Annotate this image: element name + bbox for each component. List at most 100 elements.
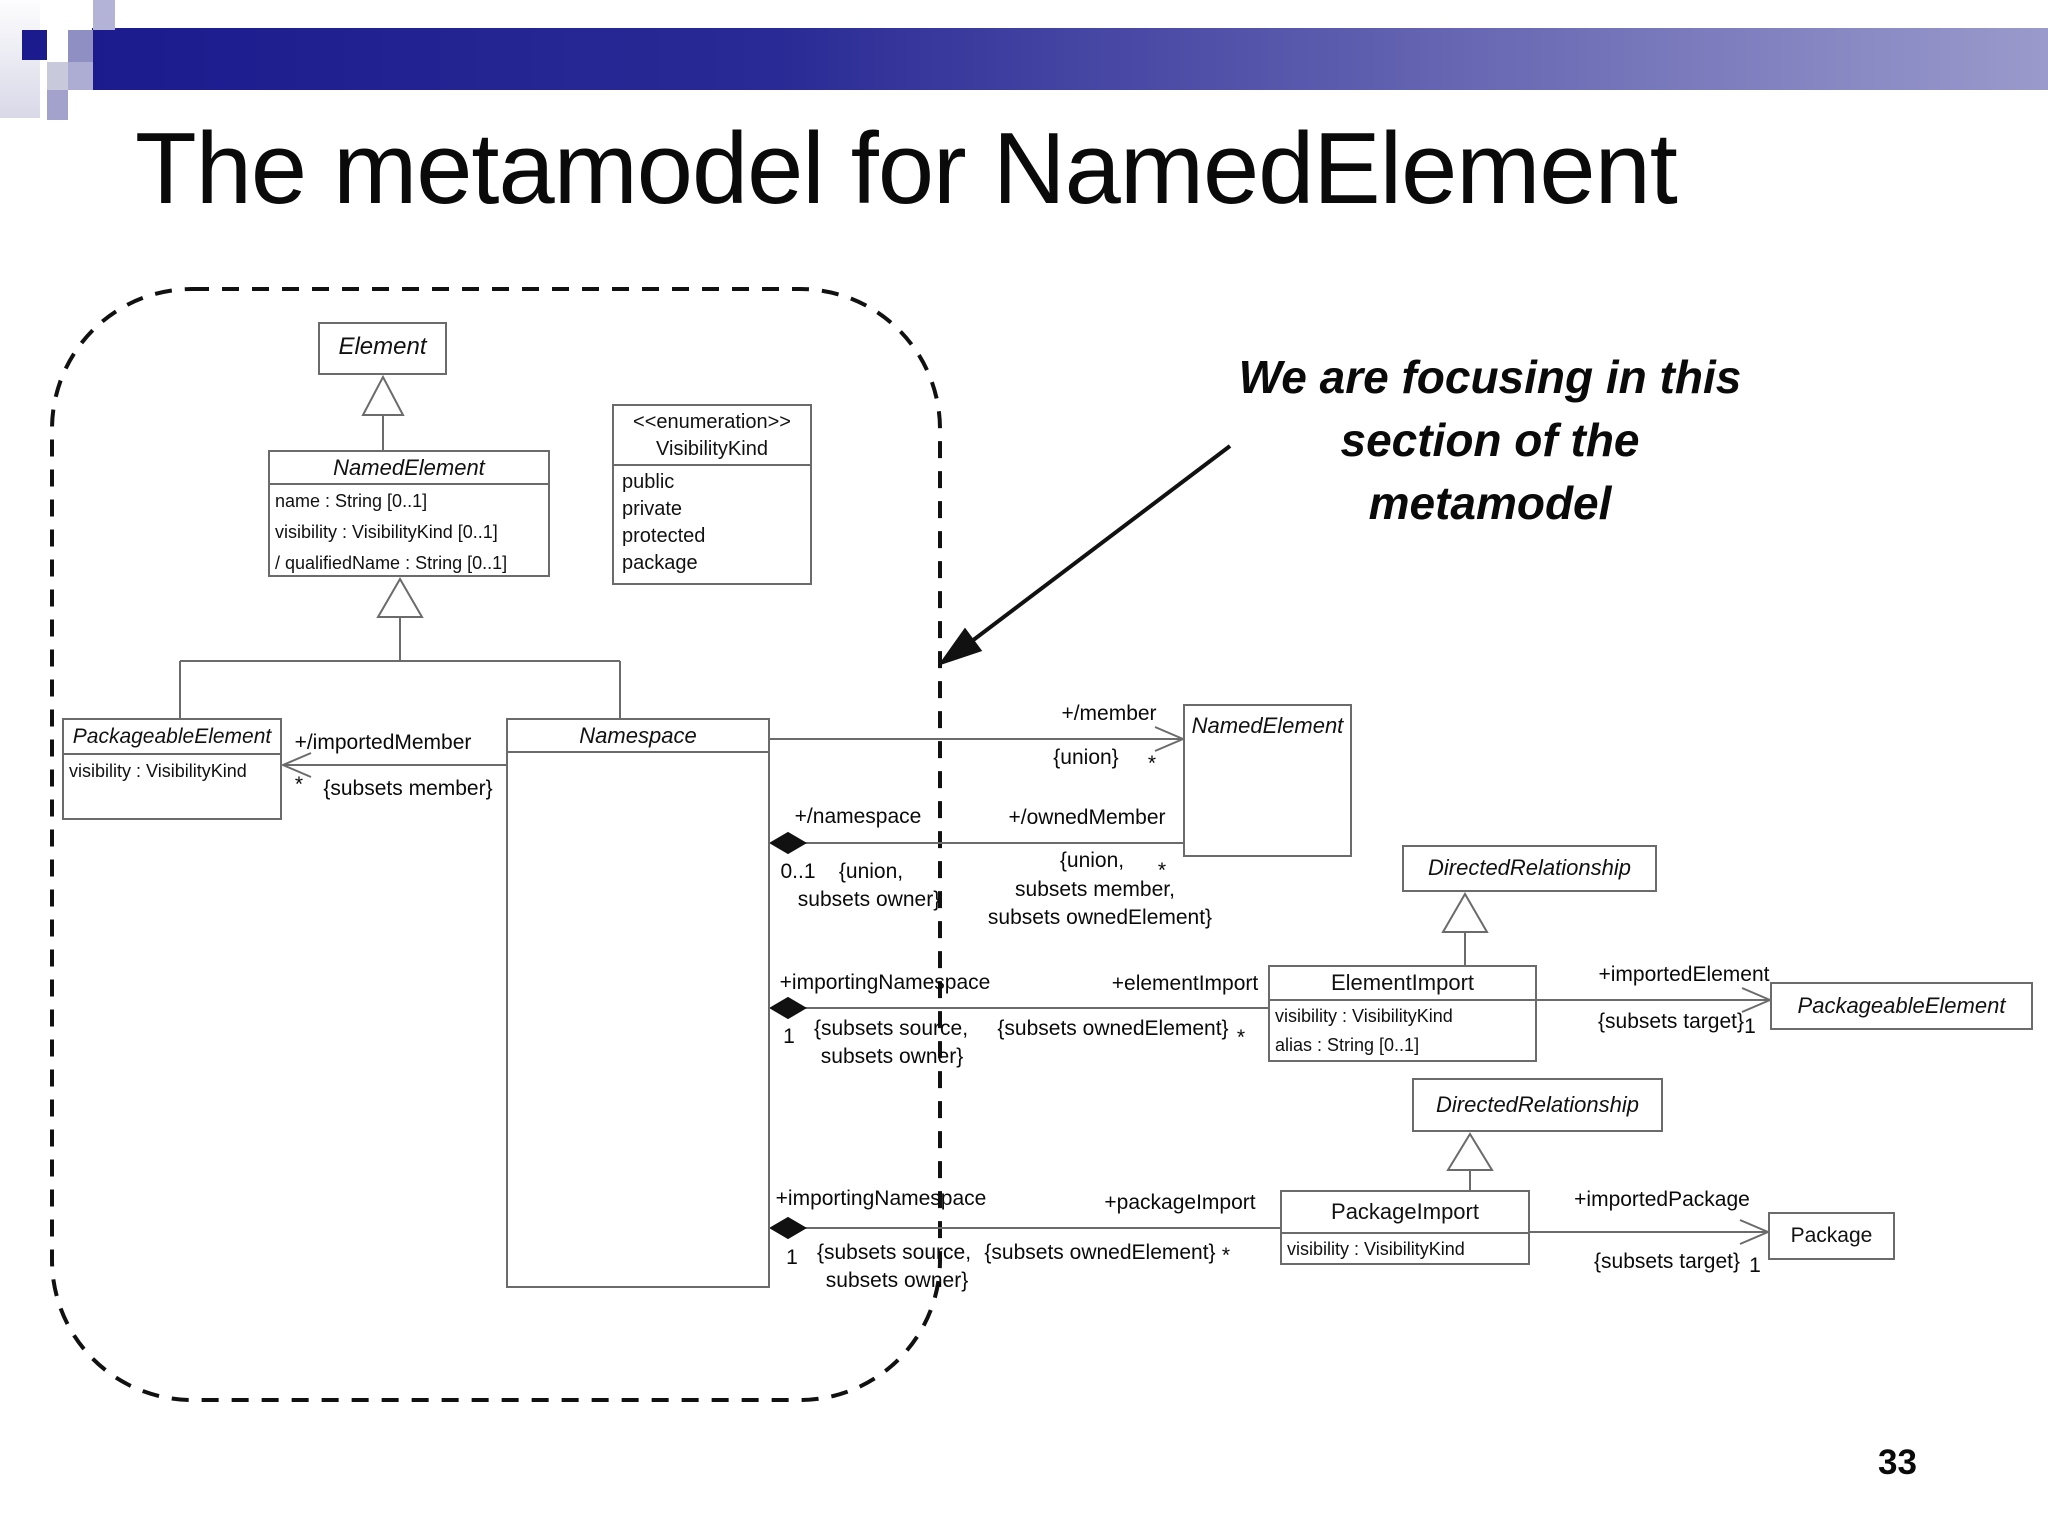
constraint-subsets-member: {subsets member} xyxy=(323,777,493,800)
role-label-importedmember: +/importedMember xyxy=(294,731,472,754)
constraint-namespace-union: {union, xyxy=(838,860,904,883)
header-bar xyxy=(92,28,2048,90)
attribute-row: visibility : VisibilityKind xyxy=(69,761,247,781)
class-title: NamedElement xyxy=(1191,713,1344,738)
role-label-ownedmember: +/ownedMember xyxy=(1008,806,1166,829)
attribute-row: / qualifiedName : String [0..1] xyxy=(275,553,508,573)
constraint-pi-subsets-ownedelement: {subsets ownedElement} xyxy=(984,1241,1216,1264)
class-box-packageableelement-left: PackageableElement visibility : Visibili… xyxy=(62,718,282,820)
compartment-separator: visibility : VisibilityKind xyxy=(64,753,280,786)
multiplicity-importingnamespace-ei: 1 xyxy=(783,1025,795,1048)
deco-square-light xyxy=(68,62,93,90)
class-title: PackageImport xyxy=(1331,1199,1479,1224)
constraint-ei-subsets-ownedelement: {subsets ownedElement} xyxy=(997,1017,1229,1040)
deco-square-gray xyxy=(47,62,68,90)
constraint-pi-subsets-owner: subsets owner} xyxy=(825,1269,969,1292)
page-title: The metamodel for NamedElement xyxy=(135,113,1678,225)
class-box-namedelement: NamedElement name : String [0..1] visibi… xyxy=(268,450,550,577)
role-label-packageimport: +packageImport xyxy=(1104,1191,1256,1214)
class-title: ElementImport xyxy=(1330,970,1475,995)
multiplicity-importedmember: * xyxy=(294,773,304,796)
page-number: 33 xyxy=(1878,1443,1917,1482)
class-title: Namespace xyxy=(508,720,768,753)
multiplicity-ownedmember: * xyxy=(1157,859,1167,882)
enum-literal: private xyxy=(622,498,683,520)
class-title: DirectedRelationship xyxy=(1428,855,1631,880)
enum-title: VisibilityKind xyxy=(656,438,768,460)
multiplicity-namespace: 0..1 xyxy=(780,860,816,883)
class-box-packageimport: PackageImport visibility : VisibilityKin… xyxy=(1280,1190,1530,1265)
role-label-importedpackage: +importedPackage xyxy=(1574,1188,1750,1211)
annotation-arrow xyxy=(937,444,1232,666)
multiplicity-importedpackage: 1 xyxy=(1749,1254,1761,1277)
constraint-ei-subsets-owner: subsets owner} xyxy=(820,1045,964,1068)
composition-diamond-elementimport xyxy=(769,996,807,1020)
attribute-row: name : String [0..1] xyxy=(275,491,428,511)
focus-region-outline xyxy=(50,287,942,1402)
constraint-importedpackage-subsets-target: {subsets target} xyxy=(1594,1250,1740,1273)
attribute-row: visibility : VisibilityKind [0..1] xyxy=(275,522,498,542)
role-label-importingnamespace-pi: +importingNamespace xyxy=(775,1187,987,1210)
generalization-triangle-namedelement xyxy=(376,577,424,618)
multiplicity-importedelement: 1 xyxy=(1744,1015,1756,1038)
role-label-elementimport: +elementImport xyxy=(1111,972,1259,995)
open-arrowhead-importedmember xyxy=(280,752,312,778)
annotation-text: We are focusing in this section of the m… xyxy=(1239,346,1742,535)
deco-square-medium xyxy=(68,30,93,62)
class-box-package: Package xyxy=(1768,1212,1895,1260)
class-title: DirectedRelationship xyxy=(1436,1092,1639,1117)
uml-connectors xyxy=(179,374,1773,1245)
role-label-namespace: +/namespace xyxy=(794,805,922,828)
class-box-packageableelement-right: PackageableElement xyxy=(1770,982,2033,1030)
constraint-ownedmember-subsets-member: subsets member, xyxy=(1015,878,1175,901)
enum-stereotype: <<enumeration>> xyxy=(633,411,791,433)
class-title: PackageableElement xyxy=(1797,993,2006,1018)
enum-literal: package xyxy=(622,552,698,574)
role-label-importedelement: +importedElement xyxy=(1598,963,1770,986)
compartment-separator: public private protected package xyxy=(614,464,810,577)
role-label-member: +/member xyxy=(1061,702,1157,725)
composition-diamond-packageimport xyxy=(769,1216,807,1240)
constraint-importedelement-subsets-target: {subsets target} xyxy=(1598,1010,1744,1033)
constraint-namespace-subsets-owner: subsets owner} xyxy=(797,888,941,911)
compartment-separator: visibility : VisibilityKind alias : Stri… xyxy=(1270,999,1535,1059)
class-box-directedrelationship-1: DirectedRelationship xyxy=(1402,845,1657,892)
annotation-line: section of the xyxy=(1340,414,1640,466)
generalization-triangle-elementimport xyxy=(1441,892,1489,933)
multiplicity-member: * xyxy=(1147,752,1157,775)
class-title: PackageableElement xyxy=(72,725,272,748)
attribute-row: alias : String [0..1] xyxy=(1275,1035,1420,1055)
class-box-directedrelationship-2: DirectedRelationship xyxy=(1412,1078,1663,1132)
compartment-separator: visibility : VisibilityKind xyxy=(1282,1232,1528,1263)
class-title: Element xyxy=(338,333,427,360)
class-box-namespace: Namespace xyxy=(506,718,770,1288)
annotation-line: We are focusing in this xyxy=(1238,351,1742,403)
class-box-element: Element xyxy=(318,322,447,375)
enum-literal: protected xyxy=(622,525,706,547)
deco-square-below xyxy=(47,90,68,120)
constraint-ownedmember-subsets-owned: subsets ownedElement} xyxy=(987,906,1213,929)
class-box-namedelement-right: NamedElement xyxy=(1183,704,1352,857)
class-title: NamedElement xyxy=(333,455,485,480)
class-title: Package xyxy=(1790,1224,1873,1247)
compartment-separator: name : String [0..1] visibility : Visibi… xyxy=(270,483,548,578)
attribute-row: visibility : VisibilityKind xyxy=(1275,1006,1453,1026)
role-label-importingnamespace-ei: +importingNamespace xyxy=(779,971,991,994)
enum-box-visibilitykind: <<enumeration>> VisibilityKind public pr… xyxy=(612,404,812,585)
generalization-triangle-packageimport xyxy=(1446,1132,1494,1171)
multiplicity-packageimport: * xyxy=(1221,1244,1231,1267)
annotation-line: metamodel xyxy=(1368,477,1612,529)
constraint-ownedmember-union: {union, xyxy=(1059,849,1125,872)
enum-literal: public xyxy=(622,471,675,493)
constraint-pi-subsets-source: {subsets source, xyxy=(816,1241,972,1264)
composition-diamond-ownedmember xyxy=(769,831,807,855)
class-box-elementimport: ElementImport visibility : VisibilityKin… xyxy=(1268,965,1537,1062)
constraint-ei-subsets-source: {subsets source, xyxy=(813,1017,969,1040)
multiplicity-importingnamespace-pi: 1 xyxy=(786,1246,798,1269)
constraint-member-union: {union} xyxy=(1053,746,1119,769)
generalization-triangle-element xyxy=(361,374,405,416)
deco-square-lavender xyxy=(93,0,115,30)
attribute-row: visibility : VisibilityKind xyxy=(1287,1239,1465,1259)
